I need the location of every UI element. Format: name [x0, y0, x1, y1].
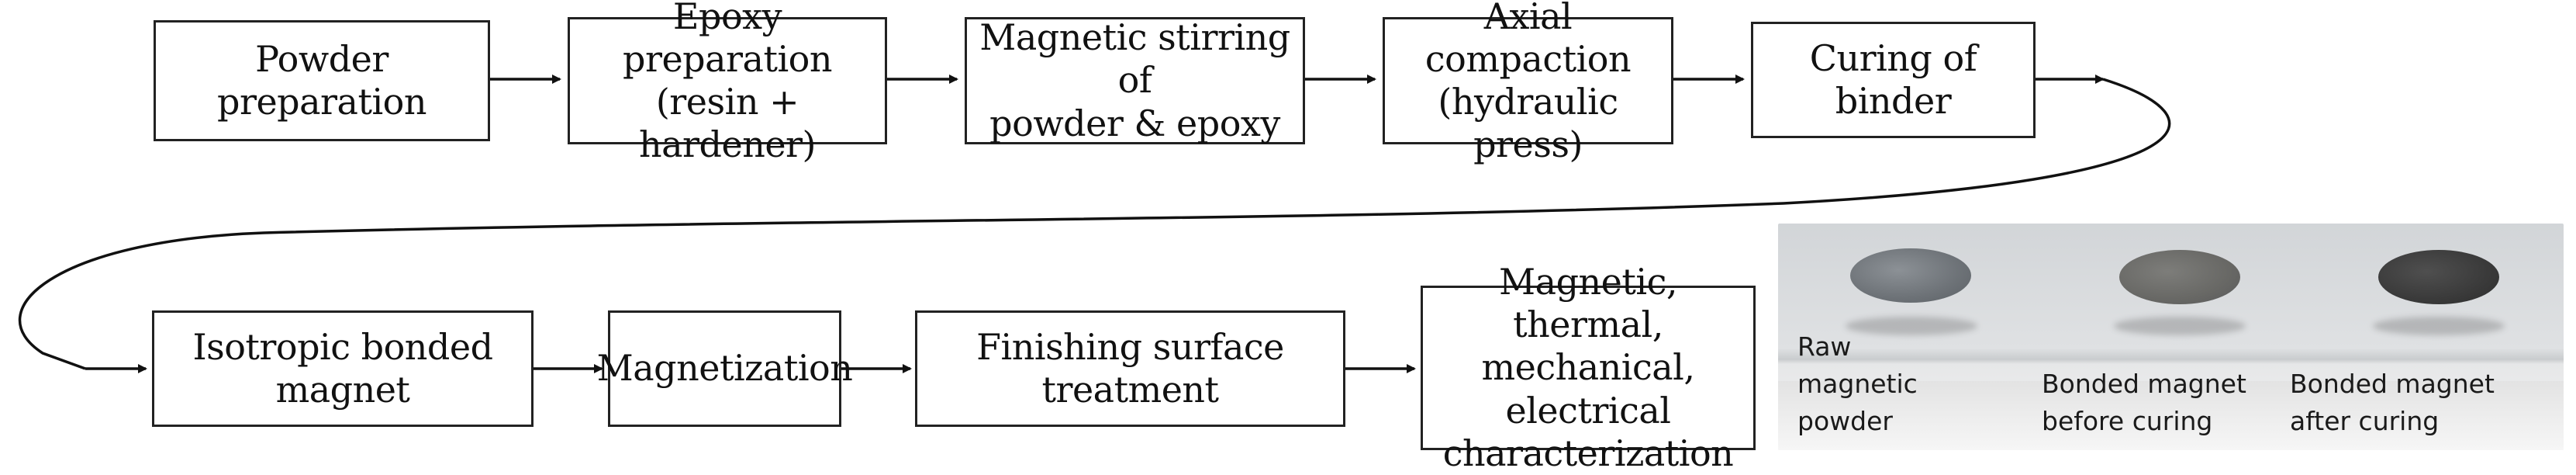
step-magnetic-stirring: Magnetic stirring of powder & epoxy — [965, 16, 1305, 144]
label-raw-powder: Raw magnetic powder — [1797, 331, 1918, 436]
raw-powder-disc — [1850, 248, 1971, 326]
step-epoxy-preparation: Epoxy preparation (resin + hardener) — [568, 0, 887, 165]
step-finishing-surface-treatment: Finishing surface treatment — [915, 310, 1345, 427]
step-axial-compaction: Axial compaction (hydraulic press) — [1383, 0, 1673, 165]
table-surface — [1778, 381, 2564, 450]
step-curing-of-binder: Curing of binder — [1751, 22, 2036, 138]
disc-shadow — [2114, 317, 2246, 335]
label-after-curing: Bonded magnet after curing — [2290, 369, 2495, 436]
step-characterization: Magnetic, thermal, mechanical, electrica… — [1421, 261, 1756, 474]
step-magnetization: Magnetization — [597, 310, 853, 427]
disc-shadow — [2373, 317, 2505, 335]
step-isotropic-bonded-magnet: Isotropic bonded magnet — [152, 310, 534, 427]
label-before-curing: Bonded magnet before curing — [2042, 369, 2246, 436]
disc-shadow — [1846, 317, 1977, 335]
sample-photo: Raw magnetic powder Bonded magnet before… — [1778, 224, 2564, 450]
after-curing-disc — [2378, 250, 2499, 328]
arrow-loop-connector — [18, 78, 2171, 370]
before-curing-disc — [2119, 250, 2240, 328]
step-powder-preparation: Powder preparation — [154, 20, 490, 141]
